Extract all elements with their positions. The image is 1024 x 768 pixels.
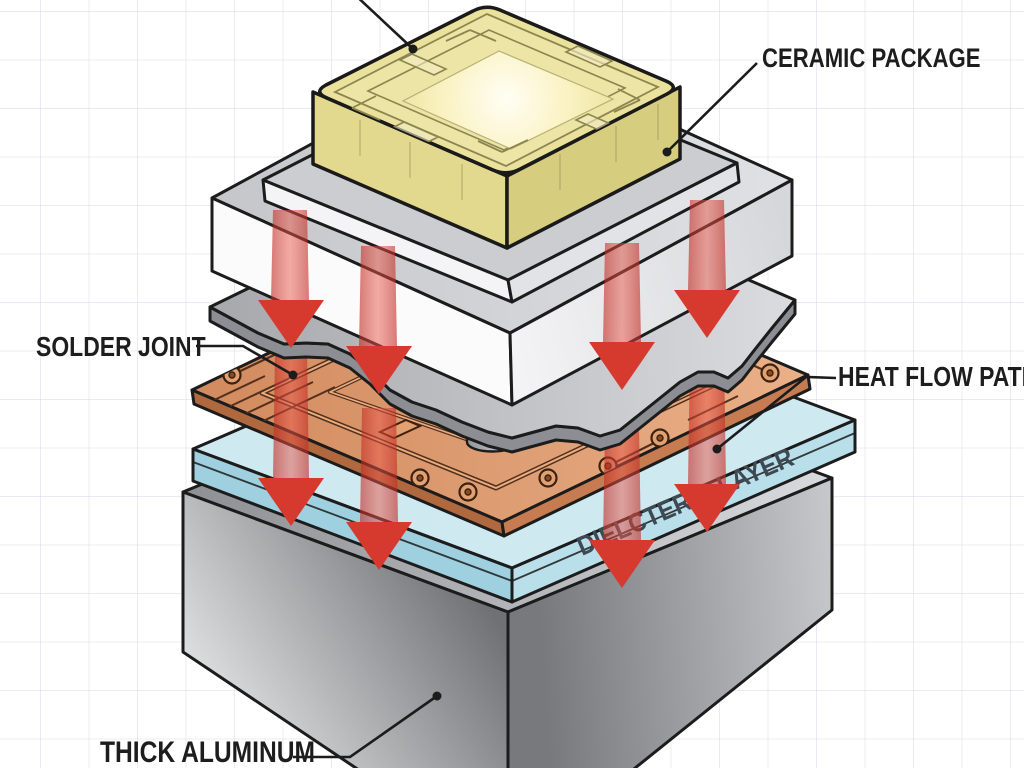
label-heat-flow-path: HEAT FLOW PATH: [838, 361, 1024, 392]
ceramic-package: [311, 5, 682, 250]
heat-flow-band: [688, 200, 726, 290]
heat-flow-arrowhead: [674, 290, 740, 338]
heat-flow-band: [603, 243, 641, 342]
leader-ceramic-package: [662, 62, 758, 157]
heat-flow-arrowhead: [589, 540, 655, 588]
leader-thick-aluminum: [293, 691, 442, 759]
heat-flow-band: [359, 246, 397, 346]
heat-flow-arrows-lower: [258, 350, 740, 588]
heat-flow-band: [603, 428, 641, 540]
heat-flow-band: [360, 408, 398, 522]
leader-top-cropped: [358, 0, 418, 54]
heat-flow-arrows-upper: [258, 200, 740, 394]
heat-flow-arrowhead: [589, 342, 655, 390]
ceramic-package-side-detail: [359, 104, 659, 200]
label-ceramic-package: CERAMIC PACKAGE: [762, 43, 981, 73]
heat-flow-arrowhead: [674, 484, 740, 532]
heat-flow-arrowhead: [258, 300, 324, 348]
heat-flow-arrowhead: [346, 522, 412, 570]
label-solder-joint: SOLDER JOINT: [36, 331, 206, 362]
leader-solder-joint: [196, 344, 298, 380]
heat-flow-arrowhead: [346, 346, 412, 394]
heat-flow-band: [273, 350, 309, 478]
leader-heat-flow-path: [712, 375, 837, 454]
heat-flow-arrowhead: [258, 478, 324, 526]
label-thick-aluminum: THICK ALUMINUM: [100, 736, 315, 768]
heat-flow-band: [271, 210, 309, 300]
